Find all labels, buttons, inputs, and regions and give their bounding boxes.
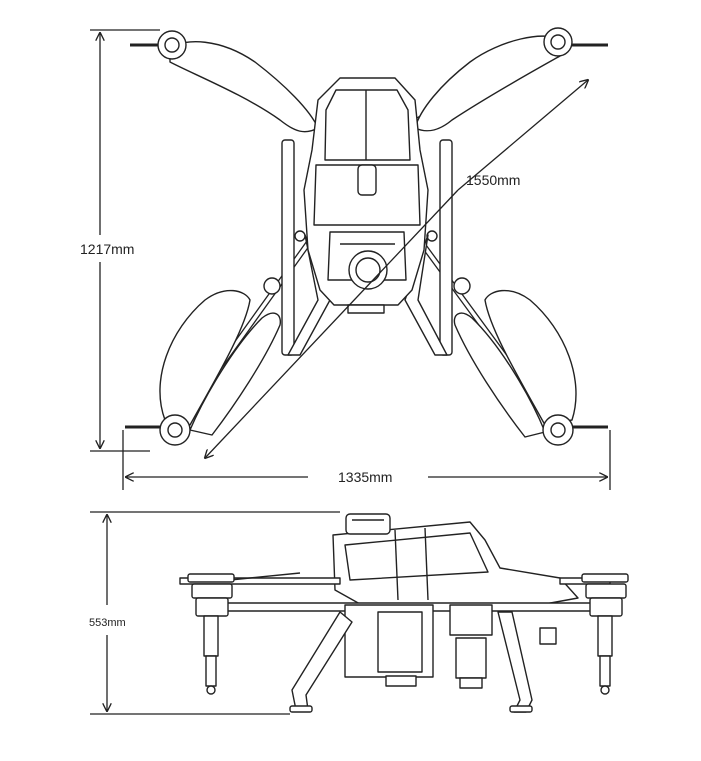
top-view	[125, 27, 608, 446]
side-motors	[187, 573, 629, 617]
landing-skids-top	[281, 139, 453, 356]
top-height-dimension: 1217mm	[80, 241, 134, 257]
side-pump	[344, 604, 557, 689]
side-nozzles	[203, 615, 613, 695]
diagonal-dimension: 1550mm	[466, 172, 520, 188]
spray-tank	[332, 513, 579, 605]
main-body	[303, 77, 429, 314]
propeller-blades	[159, 35, 577, 438]
side-dimension-lines	[90, 511, 340, 715]
top-dimension-lines	[90, 29, 611, 490]
width-dimension: 1335mm	[338, 469, 392, 485]
side-height-dimension: 553mm	[89, 617, 126, 629]
side-view	[179, 513, 629, 713]
motor-hubs	[125, 27, 608, 446]
side-landing-legs	[289, 611, 533, 713]
